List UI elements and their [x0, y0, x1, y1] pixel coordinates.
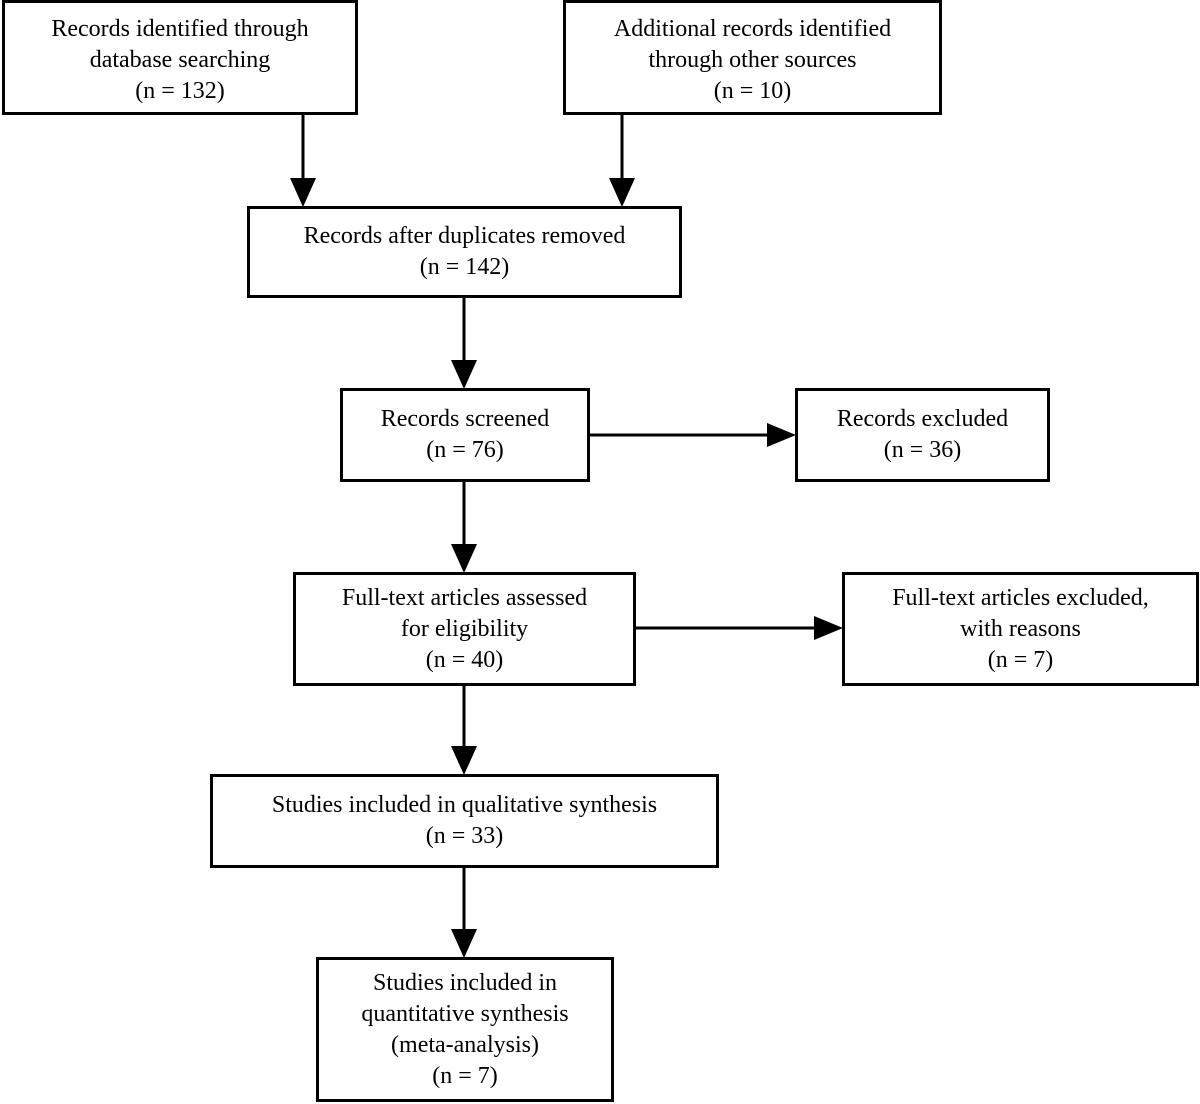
arrowhead-fulltext-to-fexcluded [814, 616, 843, 640]
box-count: (n = 132) [135, 78, 225, 104]
full-text-assessed-box: Full-text articles assessed for eligibil… [293, 572, 636, 686]
qualitative-synthesis-box: Studies included in qualitative synthesi… [210, 774, 719, 868]
box-count: (n = 7) [432, 1062, 498, 1089]
box-text-line: through other sources [648, 47, 857, 73]
box-text-line: for eligibility [400, 615, 529, 642]
box-text-line: Studies included in [373, 969, 557, 996]
arrowhead-other-to-dedup [609, 178, 635, 207]
box-text-line: quantitative synthesis [361, 1000, 569, 1027]
records-identified-database-box: Records identified through database sear… [2, 0, 358, 115]
box-text-line: database searching [89, 47, 271, 73]
arrowhead-qualitative-to-quantitative [451, 929, 477, 958]
box-text-line: Studies included in qualitative synthesi… [271, 792, 658, 818]
box-text-line: Full-text articles assessed [341, 584, 588, 611]
arrowhead-screened-to-fulltext [451, 544, 477, 573]
box-count: (n = 7) [987, 646, 1054, 673]
records-screened-box: Records screened (n = 76) [340, 388, 590, 482]
arrowhead-dedup-to-screened [451, 360, 477, 389]
records-after-duplicates-box: Records after duplicates removed (n = 14… [247, 206, 682, 298]
quantitative-synthesis-box: Studies included in quantitative synthes… [316, 957, 614, 1102]
records-identified-other-sources-box: Additional records identified through ot… [563, 0, 942, 115]
records-excluded-box: Records excluded (n = 36) [795, 388, 1050, 482]
arrowhead-db-to-dedup [290, 178, 316, 207]
box-text-line: (meta-analysis) [391, 1031, 539, 1058]
box-text-line: with reasons [960, 615, 1081, 642]
box-text-line: Full-text articles excluded, [892, 584, 1149, 611]
box-text-line: Additional records identified [613, 16, 892, 42]
box-text-line: Records screened [380, 406, 550, 432]
full-text-excluded-box: Full-text articles excluded, with reason… [842, 572, 1199, 686]
box-text-line: Records after duplicates removed [303, 223, 626, 249]
box-count: (n = 40) [425, 646, 504, 673]
box-count: (n = 142) [419, 254, 510, 280]
box-count: (n = 33) [425, 823, 504, 849]
box-text-line: Records excluded [836, 406, 1009, 432]
box-text-line: Records identified through [51, 16, 309, 42]
box-count: (n = 10) [713, 78, 792, 104]
box-count: (n = 36) [883, 437, 962, 463]
box-count: (n = 76) [426, 437, 504, 463]
arrowhead-screened-to-excluded [767, 423, 796, 447]
arrowhead-fulltext-to-qualitative [451, 746, 477, 775]
